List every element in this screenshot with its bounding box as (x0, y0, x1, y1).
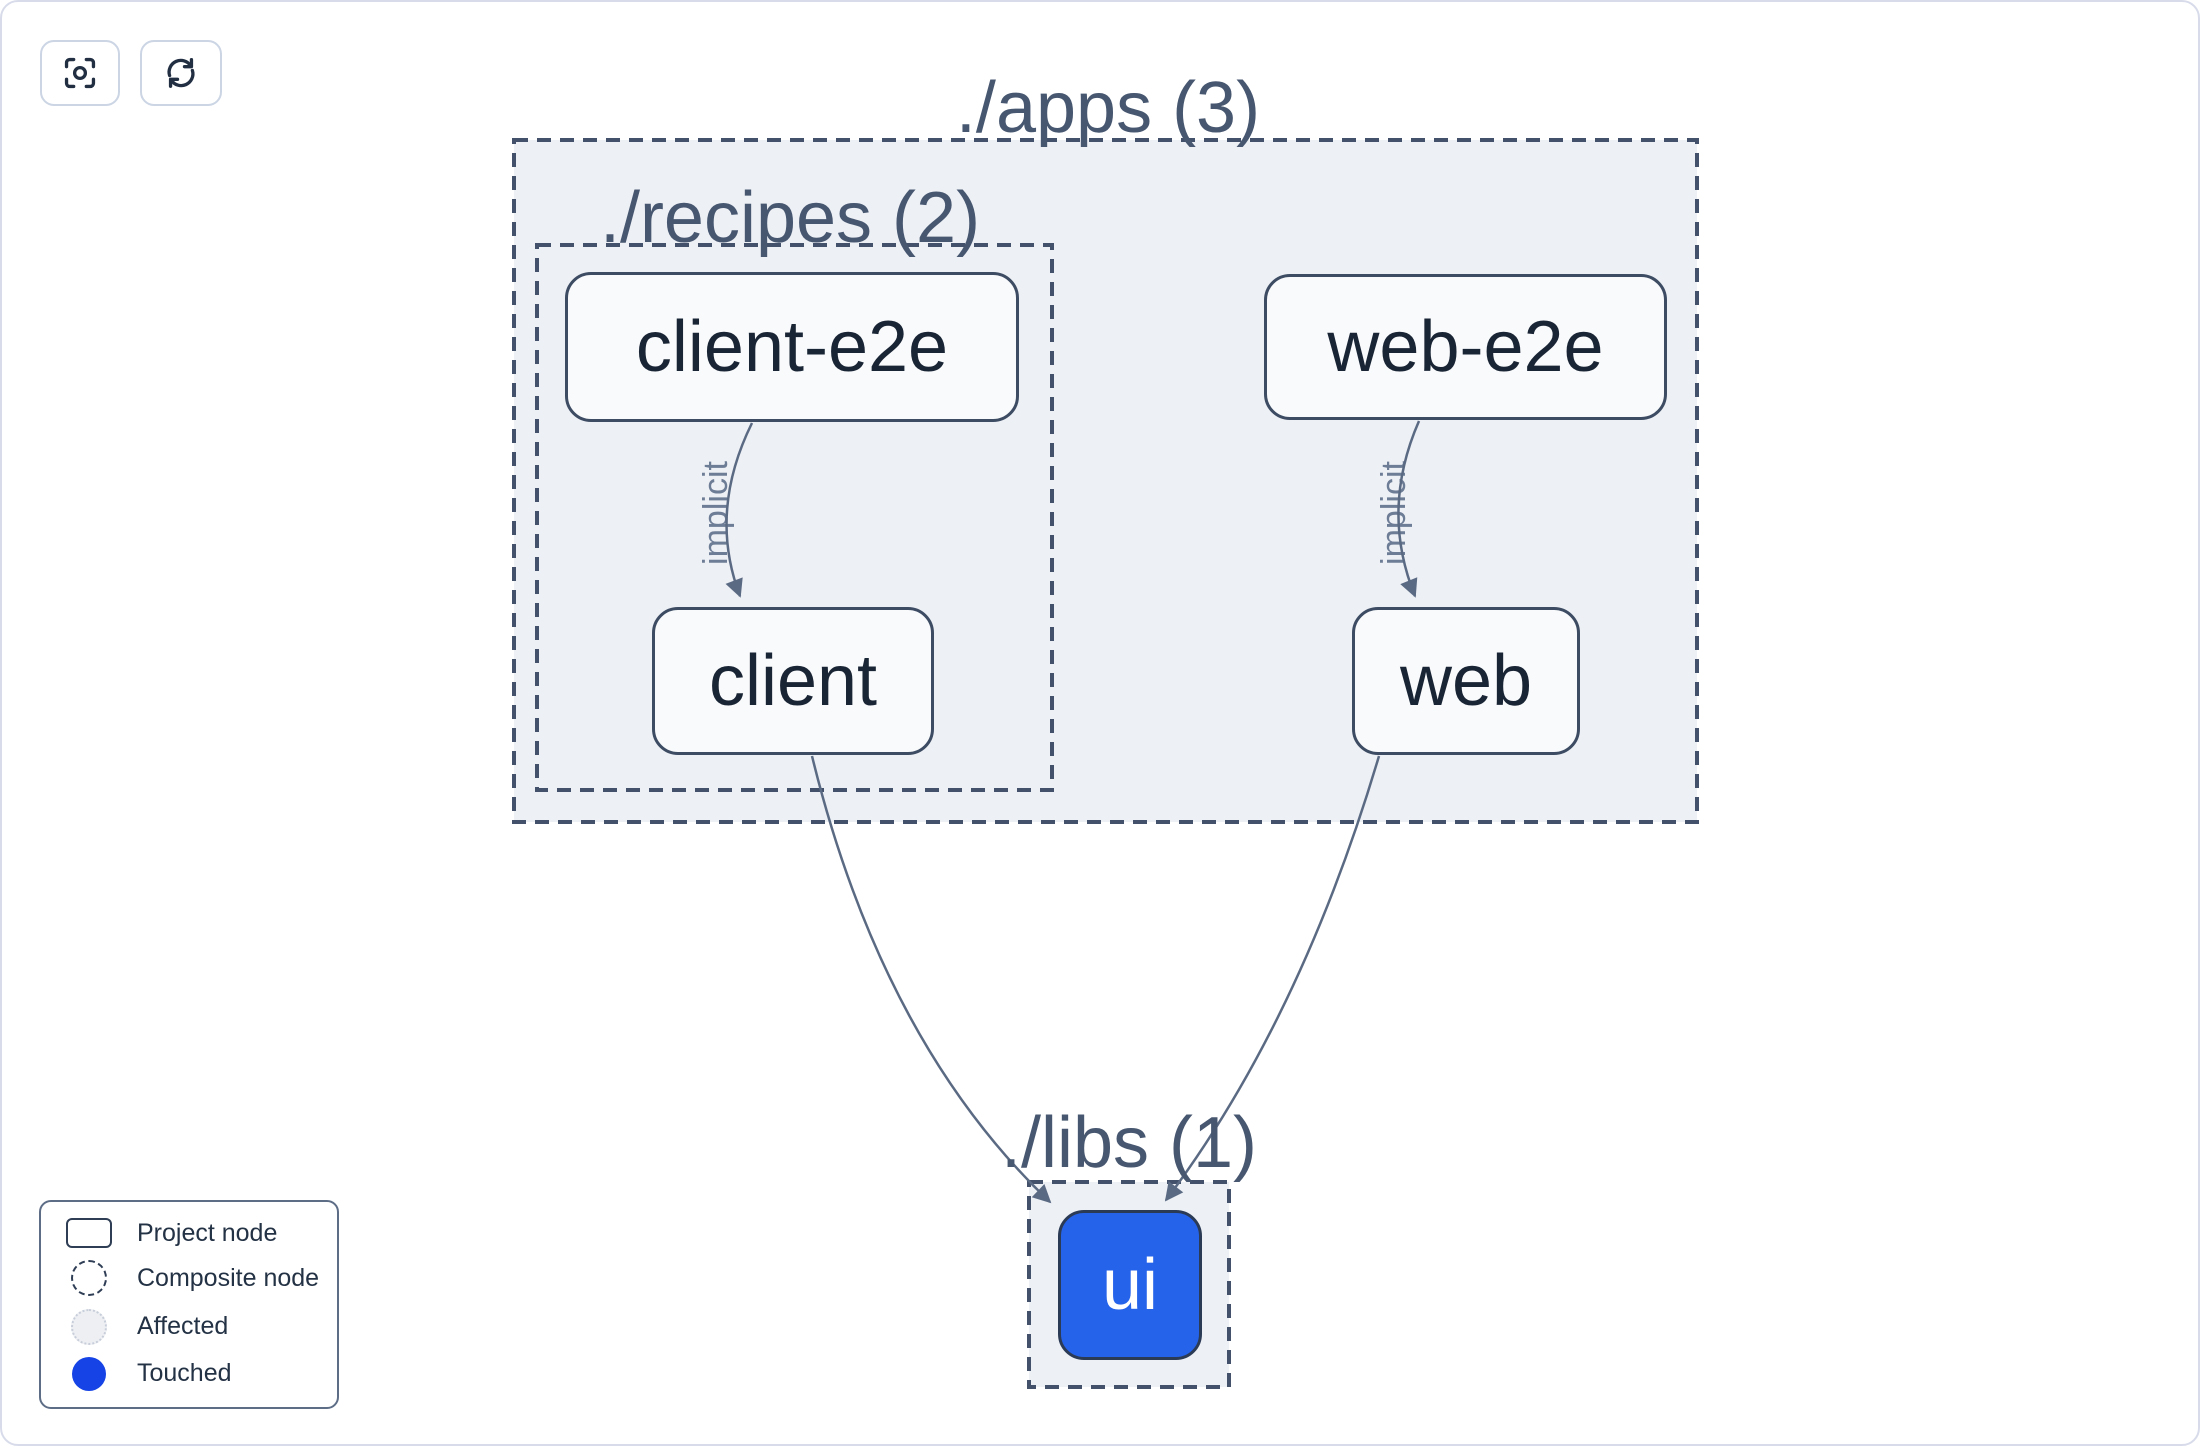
reset-focus-button[interactable] (40, 40, 120, 106)
edge-client-ui[interactable] (810, 755, 1052, 1204)
edge-web-e2e-web[interactable] (1397, 420, 1421, 598)
project-node-client[interactable]: client (652, 607, 934, 755)
refresh-button[interactable] (140, 40, 222, 106)
legend-item-touched: Touched (41, 1356, 337, 1391)
group-label-recipes: ./recipes (2) (599, 178, 981, 258)
project-node-client-e2e[interactable]: client-e2e (565, 272, 1019, 422)
edge-label-web-e2e-web: implicit (1375, 461, 1413, 565)
legend-label: Composite node (137, 1263, 320, 1292)
legend-item-composite-node: Composite node (41, 1260, 337, 1297)
group-label-apps: ./apps (3) (955, 68, 1261, 148)
project-node-swatch-icon (66, 1218, 112, 1249)
edge-web-ui[interactable] (1164, 755, 1381, 1202)
composite-node-swatch-icon (71, 1260, 107, 1297)
refresh-icon (167, 58, 195, 88)
touched-swatch-icon (72, 1356, 106, 1391)
project-node-ui[interactable]: ui (1058, 1210, 1202, 1360)
legend-label: Project node (137, 1218, 278, 1247)
project-node-web[interactable]: web (1352, 607, 1580, 755)
group-label-libs: ./libs (1) (1000, 1103, 1258, 1183)
legend-item-affected: Affected (41, 1308, 337, 1345)
edge-client-e2e-client[interactable] (725, 422, 754, 598)
project-node-web-e2e[interactable]: web-e2e (1264, 274, 1667, 420)
legend-item-project-node: Project node (41, 1218, 337, 1249)
legend-label: Affected (137, 1312, 229, 1341)
focus-icon (64, 57, 96, 89)
legend: Project node Composite node Affected Tou… (39, 1200, 339, 1409)
legend-label: Touched (137, 1359, 232, 1388)
affected-swatch-icon (71, 1308, 107, 1345)
